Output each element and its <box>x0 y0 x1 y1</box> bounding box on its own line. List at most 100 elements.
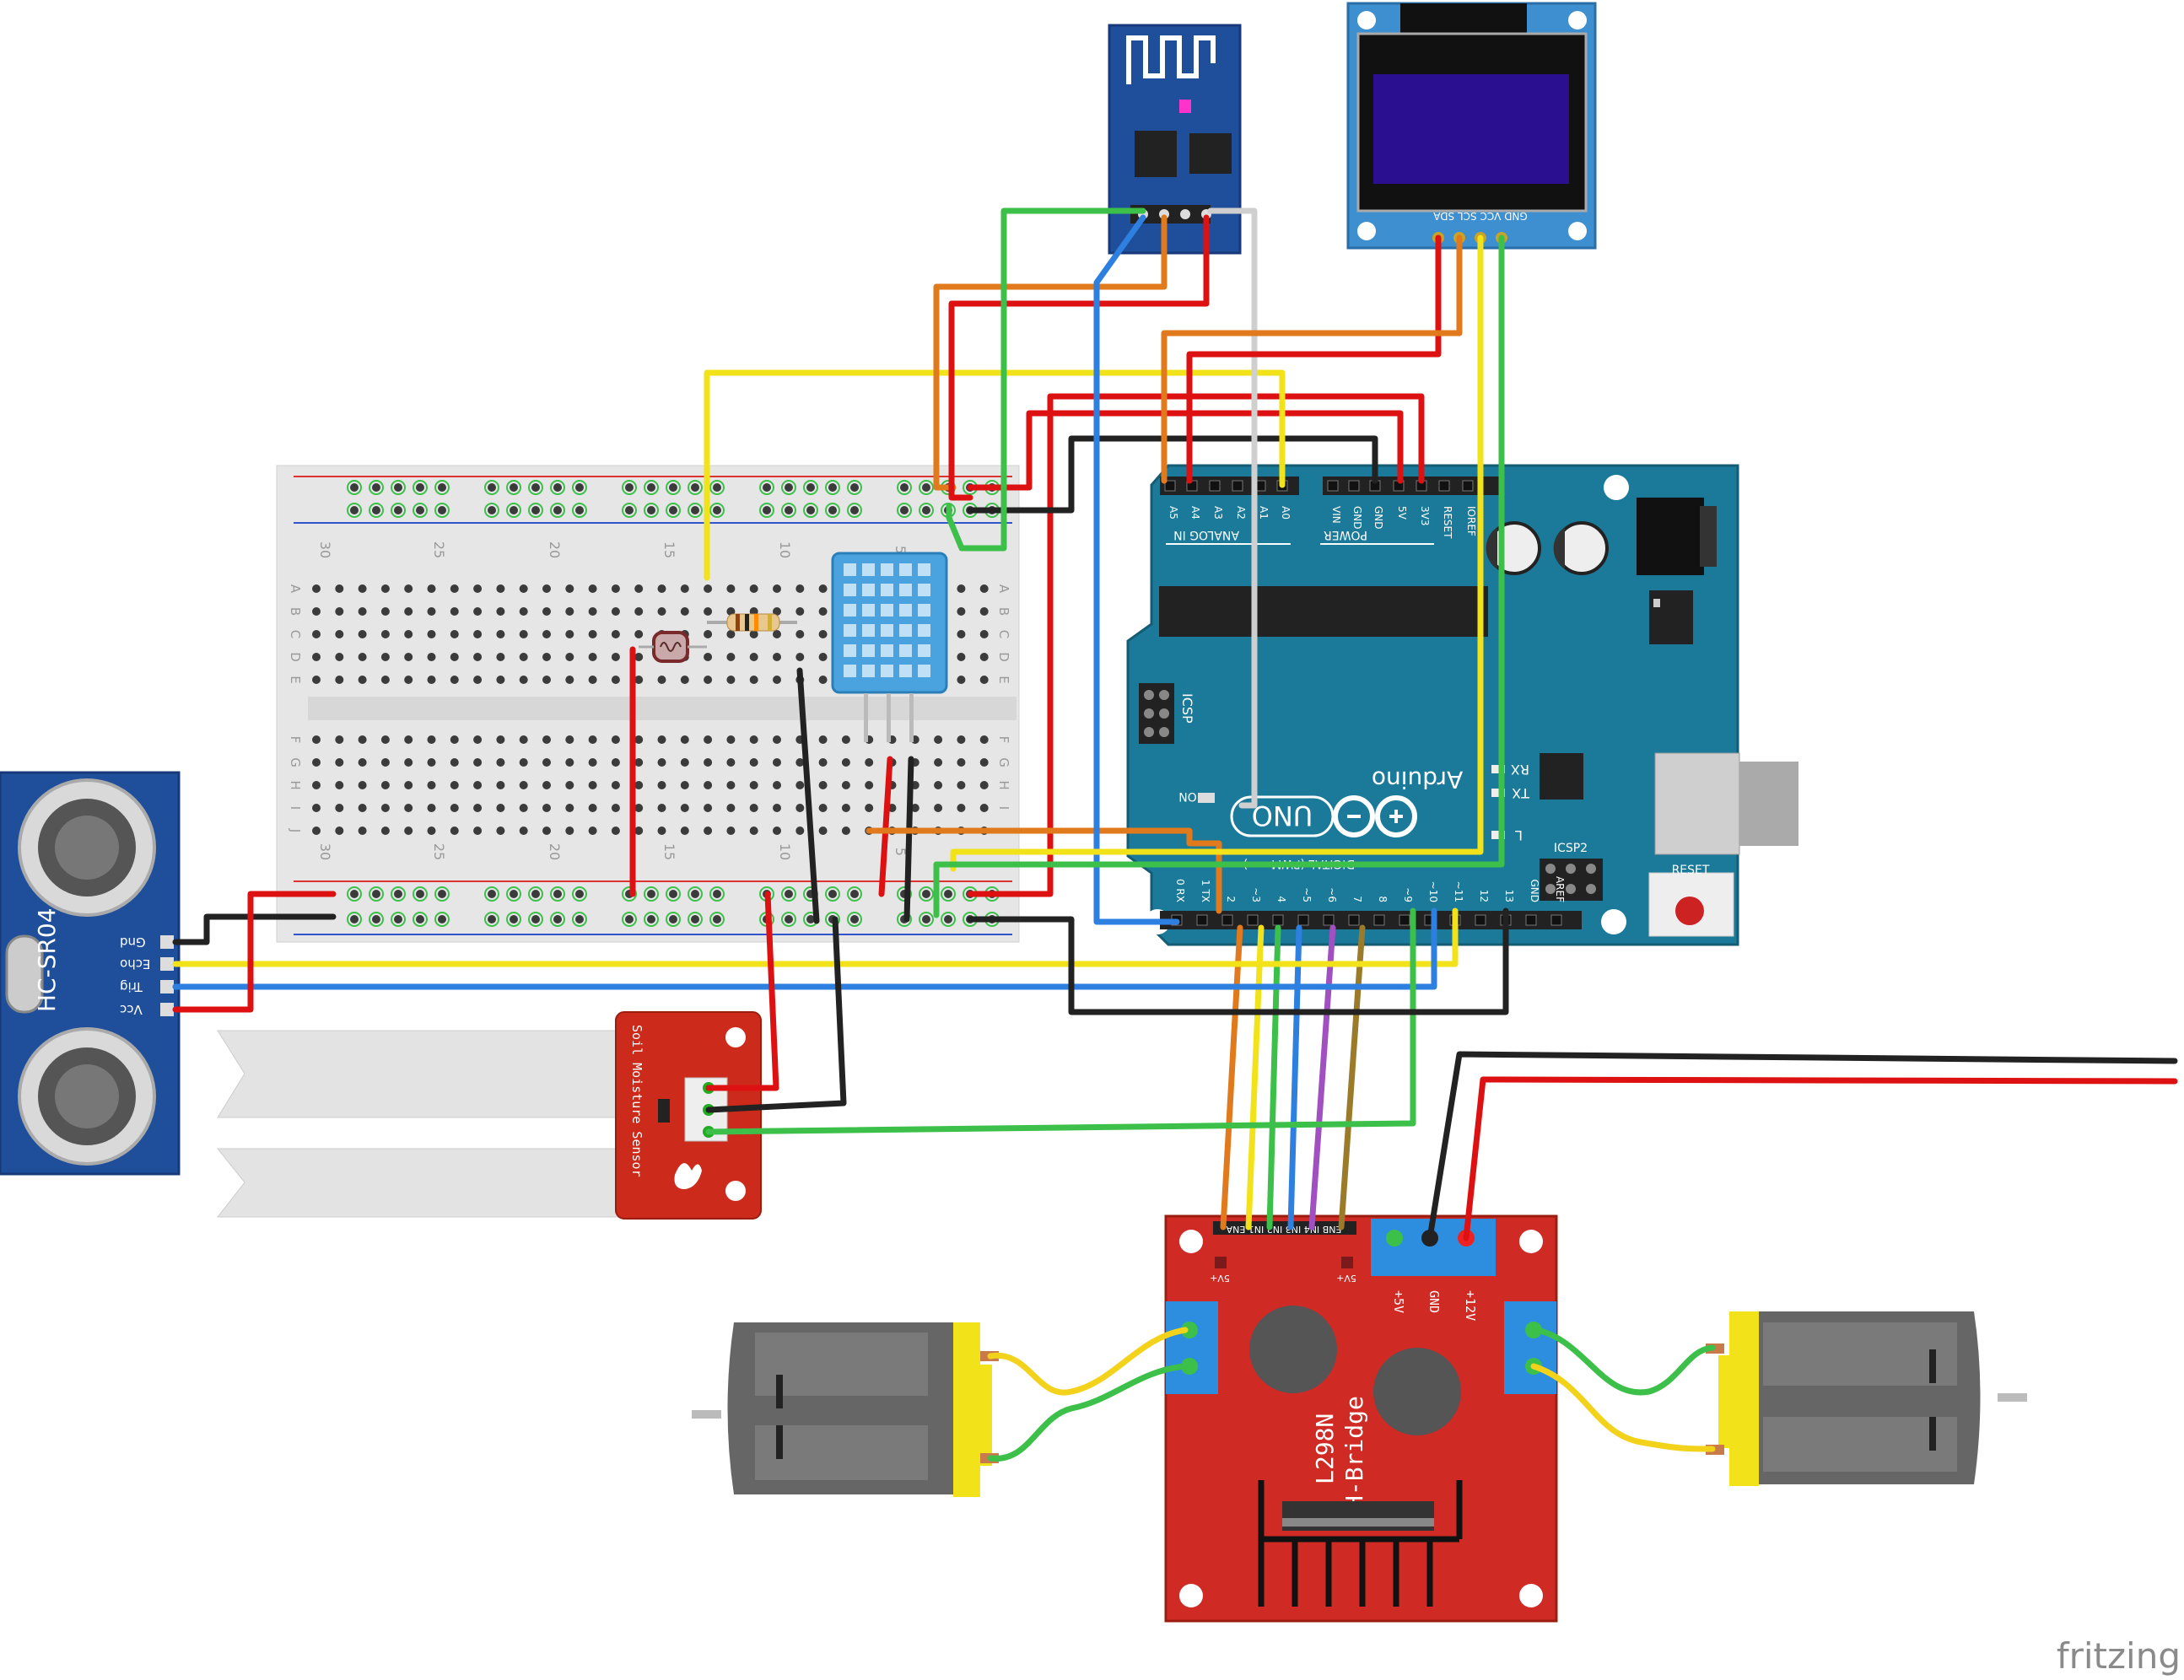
breadboard-hole <box>588 758 597 767</box>
reset-button[interactable] <box>1675 897 1704 925</box>
breadboard-hole <box>749 758 758 767</box>
breadboard-hole <box>818 653 828 661</box>
breadboard-hole <box>704 758 713 767</box>
breadboard-hole <box>773 827 781 835</box>
breadboard-hole <box>588 735 597 744</box>
rail-hole-highlight <box>847 503 862 518</box>
dht-vent <box>862 644 875 657</box>
tx-label: TX <box>1512 785 1530 801</box>
rail-hole <box>850 506 859 514</box>
wire-soil-vcc <box>705 891 779 1091</box>
breadboard-hole <box>818 827 828 835</box>
breadboard-hole <box>588 676 597 684</box>
breadboard-hole <box>519 607 528 616</box>
rail-hole <box>900 506 909 514</box>
breadboard-hole <box>795 804 805 812</box>
breadboard-hole <box>773 781 781 789</box>
dht-vent <box>844 584 856 596</box>
breadboard-hole <box>726 758 736 767</box>
breadboard-hole <box>704 607 713 616</box>
rail-hole-highlight <box>413 912 428 927</box>
wire-soil-gnd <box>705 916 847 1113</box>
dht-vent <box>881 604 893 617</box>
on-led <box>1198 793 1215 803</box>
digital-pin-label: ~9 <box>1402 887 1414 902</box>
breadboard-hole <box>634 804 644 812</box>
rail-hole-highlight <box>550 503 565 518</box>
breadboard-hole <box>818 630 828 638</box>
breadboard-hole <box>726 584 736 593</box>
breadboard-hole <box>496 804 505 812</box>
fritzing-watermark: fritzing <box>2057 1635 2181 1677</box>
power-pin-label: 3V3 <box>1419 506 1431 525</box>
rail-hole <box>647 506 655 514</box>
esp-chip <box>1135 131 1177 177</box>
breadboard-hole <box>704 676 713 684</box>
breadboard-row-letter: D <box>288 652 303 662</box>
rail-hole-highlight <box>484 886 499 902</box>
wire-esp-red <box>948 214 1210 501</box>
breadboard-hole <box>519 804 528 812</box>
wire-in2 <box>1287 924 1302 1230</box>
breadboard-hole <box>450 758 459 767</box>
rail-hole <box>828 483 837 492</box>
dht-vent <box>844 563 856 576</box>
breadboard-hole <box>657 584 666 593</box>
rail-hole <box>416 915 424 923</box>
rail-hole <box>850 890 859 898</box>
rail-hole <box>806 483 815 492</box>
rail-hole <box>669 915 677 923</box>
breadboard-hole <box>335 735 344 744</box>
breadboard-hole <box>611 758 620 767</box>
breadboard-hole <box>749 584 758 593</box>
rail-hole-highlight <box>484 503 499 518</box>
breadboard-hole <box>680 827 689 835</box>
wire-in3 <box>1266 924 1281 1230</box>
breadboard-hole <box>565 735 574 744</box>
breadboard-column-number: 25 <box>431 843 447 860</box>
dht-vent <box>899 604 912 617</box>
breadboard-hole <box>865 781 874 789</box>
breadboard-hole <box>427 735 436 744</box>
l-label: L <box>1515 827 1523 843</box>
rail-hole-highlight <box>484 480 499 495</box>
breadboard-hole <box>657 781 666 789</box>
soil-probe-bottom <box>216 1148 623 1218</box>
soil-probe-top <box>217 1030 623 1118</box>
header-pin <box>1196 914 1208 926</box>
breadboard-hole <box>634 781 644 789</box>
breadboard-hole <box>634 653 644 661</box>
breadboard-row-letter: H <box>288 780 303 789</box>
breadboard-hole <box>841 827 850 835</box>
rail-hole-highlight <box>825 503 840 518</box>
rail-hole <box>531 890 540 898</box>
breadboard-hole <box>496 584 505 593</box>
analog-pin-label: A0 <box>1280 506 1292 520</box>
header-pin <box>1399 914 1410 926</box>
breadboard-hole <box>818 676 828 684</box>
breadboard-hole <box>795 653 805 661</box>
digital-pin-label: 1 TX <box>1200 880 1211 902</box>
rail-hole <box>488 483 496 492</box>
rail-hole-highlight <box>781 912 796 927</box>
power-pin-label: RESET <box>1442 506 1453 539</box>
breadboard-hole <box>726 653 736 661</box>
breadboard-hole <box>380 804 390 812</box>
breadboard-hole <box>450 653 459 661</box>
rail-hole-highlight <box>919 886 934 902</box>
breadboard-hole <box>312 653 321 661</box>
header-pin <box>1327 480 1339 492</box>
breadboard-hole <box>335 781 344 789</box>
rail-hole-highlight <box>622 886 637 902</box>
dht-leg-2 <box>887 693 891 742</box>
breadboard-hole <box>450 804 459 812</box>
breadboard-hole <box>496 735 505 744</box>
rail-hole <box>416 890 424 898</box>
breadboard-hole <box>542 607 551 616</box>
rail-hole-highlight <box>550 912 565 927</box>
breadboard-hole <box>773 584 781 593</box>
rail-hole <box>806 506 815 514</box>
breadboard-hole <box>957 607 966 616</box>
